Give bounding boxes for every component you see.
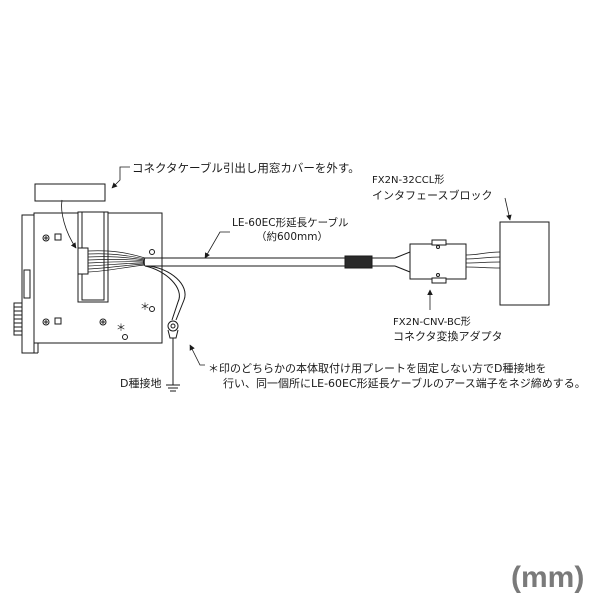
adapter-name-label: コネクタ変換アダプタ [393, 329, 503, 343]
mounting-hole-right-bottom [122, 334, 128, 340]
screw-icon [42, 234, 50, 242]
block-name-label: インタフェースブロック [372, 188, 492, 202]
cable-model-label: LE-60EC形延長ケーブル [232, 216, 348, 229]
block-model-label: FX2N-32CCL形 [372, 174, 444, 186]
screw-icon [42, 318, 50, 326]
ferrite-sleeve [344, 255, 373, 269]
adapter-model-label: FX2N-CNV-BC形 [393, 316, 471, 328]
unit-label: (mm) [511, 561, 584, 594]
dial-knob-icon [13, 302, 23, 336]
cable-length-label: （約600mm） [256, 230, 328, 243]
leader-lines [61, 166, 512, 366]
ribbon-cable [87, 250, 146, 273]
ring-terminal-icon [167, 320, 179, 332]
cover-note-label: コネクタケーブル引出し用窓カバーを外す。 [132, 161, 360, 175]
ground-symbol-icon [166, 384, 180, 392]
unit-side-strip [23, 269, 31, 299]
window-cover [34, 183, 106, 202]
interface-block [499, 221, 550, 306]
mounting-hole-right-top [149, 249, 155, 255]
asterisk-mark-bottom: ＊ [116, 323, 126, 334]
asterisk-mark-top: ＊ [140, 302, 150, 313]
adapter-wires [465, 251, 501, 269]
mounting-hole-right-mid [149, 306, 155, 312]
screw-icon [99, 318, 107, 326]
ground-wire [166, 343, 180, 392]
note-line-2: 行い、同一個所にLE-60EC形延長ケーブルのアース端子をネジ締めする。 [223, 376, 586, 390]
connector-socket [77, 247, 89, 275]
connector-adapter [409, 239, 467, 284]
ground-lead [144, 265, 186, 343]
note-line-1: ＊印のどちらかの本体取付け用プレートを固定しない方でD種接地を [208, 361, 546, 375]
ground-label: D種接地 [120, 376, 161, 390]
extension-cable [143, 251, 411, 273]
main-unit [13, 211, 163, 354]
